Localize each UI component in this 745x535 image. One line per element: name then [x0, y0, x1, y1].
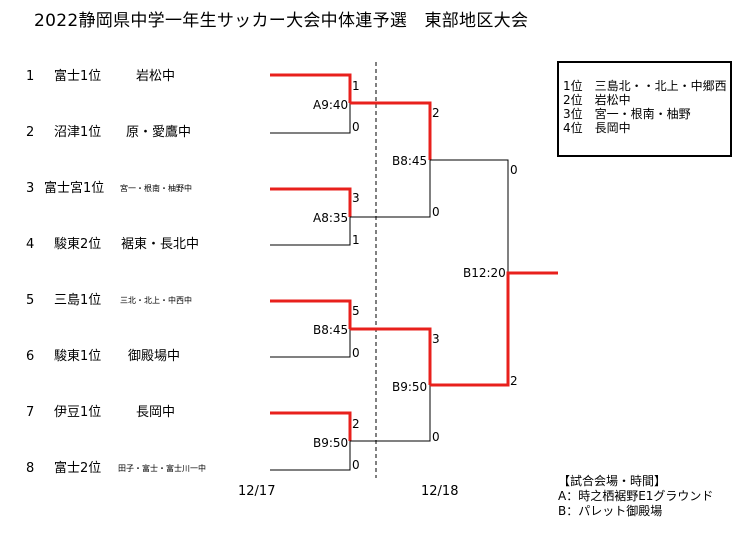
match-slot: B9:50 — [392, 380, 428, 394]
team-name: 田子・富士・富士川一中 — [118, 464, 206, 473]
team-rank: 沼津1位 — [54, 125, 102, 140]
team-rank: 三島1位 — [54, 293, 102, 308]
team-seed: 5 — [26, 293, 35, 308]
match-score: 1 — [352, 79, 360, 93]
loser-path — [270, 217, 351, 246]
date-day2: 12/18 — [421, 484, 459, 499]
match-score: 5 — [352, 304, 360, 318]
team-rank: 富士1位 — [54, 69, 102, 84]
team-seed: 2 — [26, 125, 35, 140]
result-line: 4位 長岡中 — [563, 121, 631, 135]
team-name: 長岡中 — [136, 405, 176, 420]
final-slot: B12:20 — [463, 266, 506, 280]
match-score: 0 — [352, 346, 360, 360]
final-score: 0 — [510, 163, 518, 177]
match-score: 0 — [432, 205, 440, 219]
venue-line: B：パレット御殿場 — [558, 504, 663, 518]
team-name: 三北・北上・中西中 — [120, 296, 192, 305]
winner-path — [270, 411, 352, 441]
team-rank: 駿東1位 — [54, 349, 102, 364]
match-score: 0 — [432, 430, 440, 444]
winner-path — [350, 327, 432, 385]
match-score: 3 — [432, 332, 440, 346]
team-name: 裾東・長北中 — [121, 237, 200, 252]
winner-path — [350, 101, 432, 160]
date-day1: 12/17 — [238, 484, 276, 499]
match-score: 0 — [352, 120, 360, 134]
loser-path — [350, 160, 431, 218]
match-score: 2 — [352, 417, 360, 431]
match-slot: A9:40 — [313, 98, 349, 112]
loser-path — [430, 159, 509, 273]
match-slot: B9:50 — [313, 436, 349, 450]
team-seed: 4 — [26, 237, 35, 252]
final-score: 2 — [510, 374, 518, 388]
match-slot: B8:45 — [392, 154, 428, 168]
match-score: 0 — [352, 458, 360, 472]
venue-line: A：時之栖裾野E1グラウンド — [558, 489, 714, 503]
match-slot: B8:45 — [313, 323, 349, 337]
team-seed: 6 — [26, 349, 35, 364]
match-score: 2 — [432, 106, 440, 120]
page-title: 2022静岡県中学一年生サッカー大会中体連予選 東部地区大会 — [34, 11, 529, 31]
match-score: 1 — [352, 233, 360, 247]
winner-path — [270, 299, 352, 329]
results-box: 1位 三島北・・北上・中郷西 2位 岩松中 3位 宮一・根南・柚野 4位 長岡中 — [557, 61, 732, 157]
result-line: 2位 岩松中 — [563, 93, 631, 107]
venue-heading: 【試合会場・時間】 — [558, 474, 667, 488]
winner-path — [430, 271, 558, 387]
team-seed: 7 — [26, 405, 35, 420]
team-name: 宮一・根南・柚野中 — [120, 184, 192, 193]
team-rank: 富士宮1位 — [44, 181, 105, 196]
result-line: 1位 三島北・・北上・中郷西 — [563, 79, 727, 93]
team-name: 原・愛鷹中 — [126, 125, 192, 140]
loser-path — [350, 385, 431, 442]
loser-path — [270, 103, 351, 134]
team-name: 御殿場中 — [128, 349, 181, 364]
team-rank: 駿東2位 — [54, 237, 102, 252]
venue-info: 【試合会場・時間】 A：時之栖裾野E1グラウンド B：パレット御殿場 — [558, 474, 734, 519]
team-rank: 伊豆1位 — [54, 405, 102, 420]
match-score: 3 — [352, 191, 360, 205]
team-seed: 8 — [26, 461, 35, 476]
team-rank: 富士2位 — [54, 461, 102, 476]
team-name: 岩松中 — [136, 69, 176, 84]
loser-path — [270, 329, 351, 358]
team-seed: 3 — [26, 181, 35, 196]
match-slot: A8:35 — [313, 211, 349, 225]
result-line: 3位 宮一・根南・柚野 — [563, 107, 691, 121]
winner-path — [270, 73, 352, 103]
team-seed: 1 — [26, 69, 35, 84]
winner-path — [270, 187, 352, 217]
loser-path — [270, 441, 351, 471]
